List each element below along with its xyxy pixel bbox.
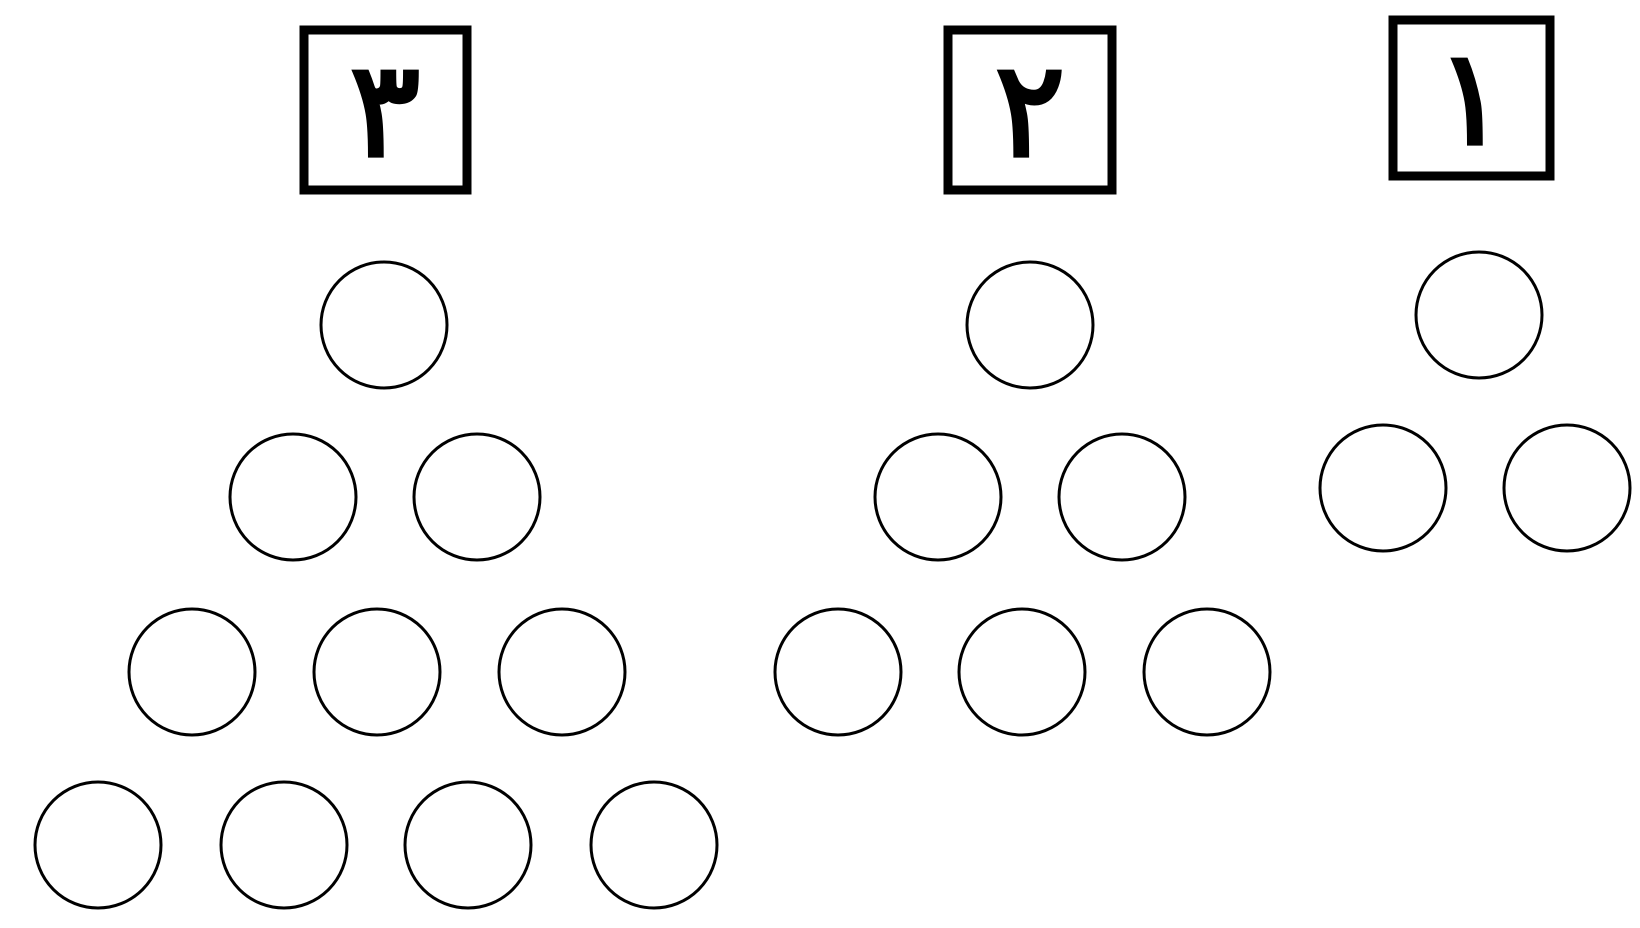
figure-2-label: ٢ (995, 33, 1066, 188)
figure-2: ٢ (773, 25, 1272, 737)
circle (1057, 432, 1187, 562)
circle (228, 432, 358, 562)
circle (219, 780, 349, 910)
circle (589, 780, 719, 910)
figure-1-label-box (1388, 15, 1555, 181)
figure-1-label: ١ (1436, 21, 1507, 176)
circle (1414, 250, 1544, 380)
figure-3-dots (33, 260, 719, 910)
circle (497, 607, 627, 737)
figure-3-label: ٣ (350, 33, 421, 188)
figure-1: ١ (1318, 15, 1632, 553)
circle (1142, 607, 1272, 737)
circle (1318, 423, 1448, 553)
circle (873, 432, 1003, 562)
figure-2-dots (773, 260, 1272, 737)
circle (965, 260, 1095, 390)
circle (127, 607, 257, 737)
circle (773, 607, 903, 737)
circle (319, 260, 449, 390)
figure-1-dots (1318, 250, 1632, 553)
circle (33, 780, 163, 910)
figure-2-label-box (943, 25, 1117, 195)
figure-3: ٣ (33, 25, 719, 910)
circle (312, 607, 442, 737)
circle (403, 780, 533, 910)
circle (957, 607, 1087, 737)
circle (412, 432, 542, 562)
circle (1502, 423, 1632, 553)
figure-3-label-box (299, 25, 472, 195)
